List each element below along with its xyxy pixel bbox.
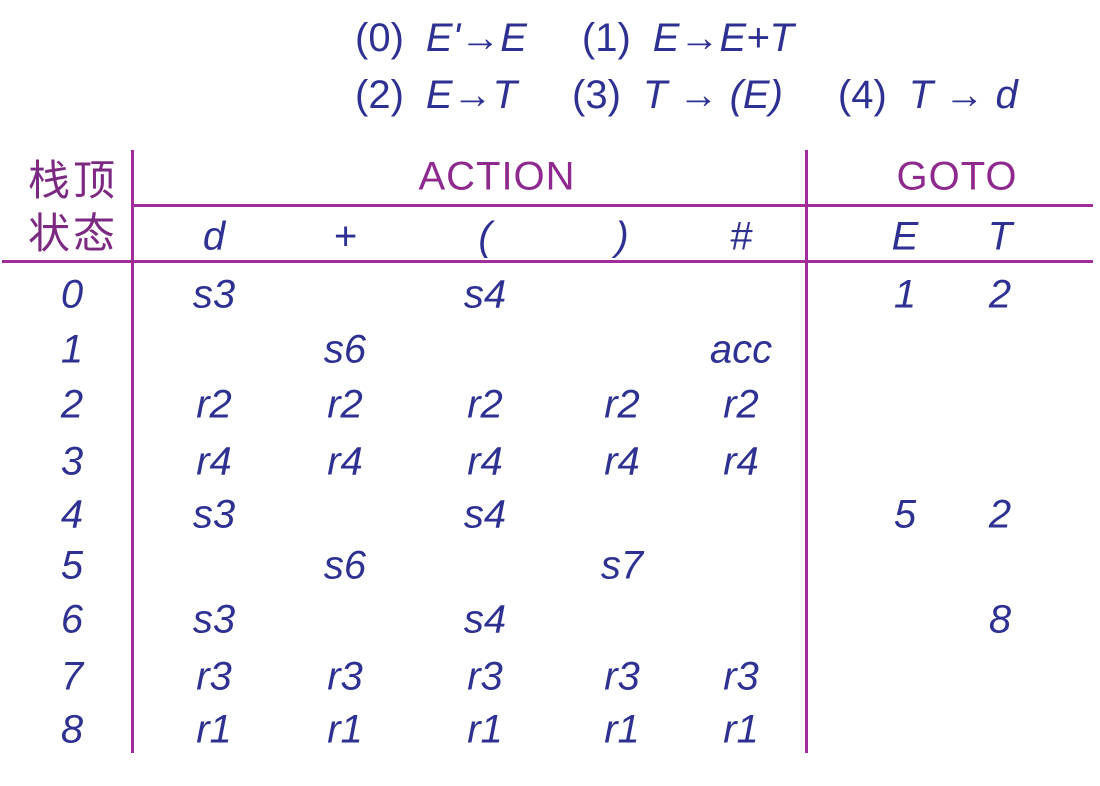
production-0-rule: E'→E bbox=[425, 16, 527, 60]
action-cell: r1 bbox=[723, 707, 759, 752]
production-0: (0) E'→E bbox=[355, 12, 527, 64]
row-state-label: 8 bbox=[60, 707, 84, 752]
row-state-label: 4 bbox=[60, 492, 84, 537]
production-4: (4) T → d bbox=[838, 69, 1018, 121]
grammar-line-1: (0) E'→E (1) E→E+T bbox=[355, 12, 794, 64]
row-state-label: 1 bbox=[60, 327, 84, 372]
action-cell: s4 bbox=[463, 597, 507, 642]
production-4-rule: T → d bbox=[908, 73, 1018, 117]
action-cell: r3 bbox=[604, 654, 640, 699]
goto-cell: 8 bbox=[988, 597, 1012, 642]
production-4-index: (4) bbox=[837, 73, 887, 117]
production-2-rule: E→T bbox=[425, 73, 518, 117]
production-0-index: (0) bbox=[355, 16, 404, 60]
action-cell: s4 bbox=[463, 492, 507, 537]
action-col-header: ( bbox=[478, 214, 492, 259]
action-cell: s6 bbox=[323, 327, 367, 372]
action-cell: r1 bbox=[196, 707, 232, 752]
column-header-underline bbox=[2, 260, 1093, 263]
stack-top-label-line1: 栈顶 bbox=[28, 156, 119, 205]
production-1: (1) E→E+T bbox=[582, 12, 794, 64]
action-cell: s3 bbox=[192, 597, 236, 642]
action-cell: r3 bbox=[327, 654, 363, 699]
action-header: ACTION bbox=[418, 154, 576, 199]
goto-cell: 2 bbox=[988, 492, 1012, 537]
goto-cell: 5 bbox=[893, 492, 917, 537]
row-state-label: 2 bbox=[60, 382, 84, 427]
action-cell: r1 bbox=[327, 707, 363, 752]
production-3-rule: T → (E) bbox=[642, 73, 783, 117]
row-state-label: 6 bbox=[60, 597, 84, 642]
action-col-header: d bbox=[202, 214, 226, 259]
row-state-label: 5 bbox=[60, 543, 84, 588]
action-col-header: # bbox=[729, 214, 753, 259]
action-col-header: ) bbox=[615, 214, 629, 259]
production-1-rule: E→E+T bbox=[652, 16, 794, 60]
action-cell: r1 bbox=[467, 707, 503, 752]
action-cell: r4 bbox=[196, 439, 232, 484]
production-3-index: (3) bbox=[572, 73, 621, 117]
action-cell: r2 bbox=[327, 382, 363, 427]
action-cell: r4 bbox=[327, 439, 363, 484]
action-cell: acc bbox=[709, 327, 773, 372]
action-cell: r4 bbox=[723, 439, 759, 484]
action-cell: r3 bbox=[723, 654, 759, 699]
action-cell: r1 bbox=[604, 707, 640, 752]
row-state-label: 7 bbox=[60, 654, 84, 699]
production-1-index: (1) bbox=[581, 16, 631, 60]
action-cell: s7 bbox=[600, 543, 644, 588]
section-header-underline bbox=[133, 204, 1093, 207]
goto-col-header: T bbox=[987, 214, 1013, 259]
state-column-divider-line bbox=[131, 150, 134, 753]
goto-col-header: E bbox=[891, 214, 919, 259]
production-2: (2) E→T bbox=[355, 69, 517, 121]
stack-top-label-line2: 状态 bbox=[28, 209, 119, 258]
production-3: (3) T → (E) bbox=[572, 69, 783, 121]
action-cell: r4 bbox=[604, 439, 640, 484]
action-cell: r4 bbox=[467, 439, 503, 484]
action-cell: r2 bbox=[467, 382, 503, 427]
action-cell: s6 bbox=[323, 543, 367, 588]
action-goto-divider-line bbox=[805, 150, 808, 753]
row-state-label: 0 bbox=[60, 272, 84, 317]
goto-cell: 1 bbox=[893, 272, 917, 317]
goto-header: GOTO bbox=[896, 154, 1018, 199]
action-cell: r3 bbox=[196, 654, 232, 699]
action-cell: r2 bbox=[723, 382, 759, 427]
action-cell: s3 bbox=[192, 272, 236, 317]
row-state-label: 3 bbox=[60, 439, 84, 484]
goto-cell: 2 bbox=[988, 272, 1012, 317]
action-cell: s3 bbox=[192, 492, 236, 537]
action-cell: r2 bbox=[196, 382, 232, 427]
production-2-index: (2) bbox=[355, 73, 404, 117]
action-cell: r2 bbox=[604, 382, 640, 427]
action-cell: r3 bbox=[467, 654, 503, 699]
grammar-line-2: (2) E→T (3) T → (E) (4) T → d bbox=[355, 69, 1018, 121]
action-col-header: + bbox=[333, 214, 357, 259]
action-cell: s4 bbox=[463, 272, 507, 317]
